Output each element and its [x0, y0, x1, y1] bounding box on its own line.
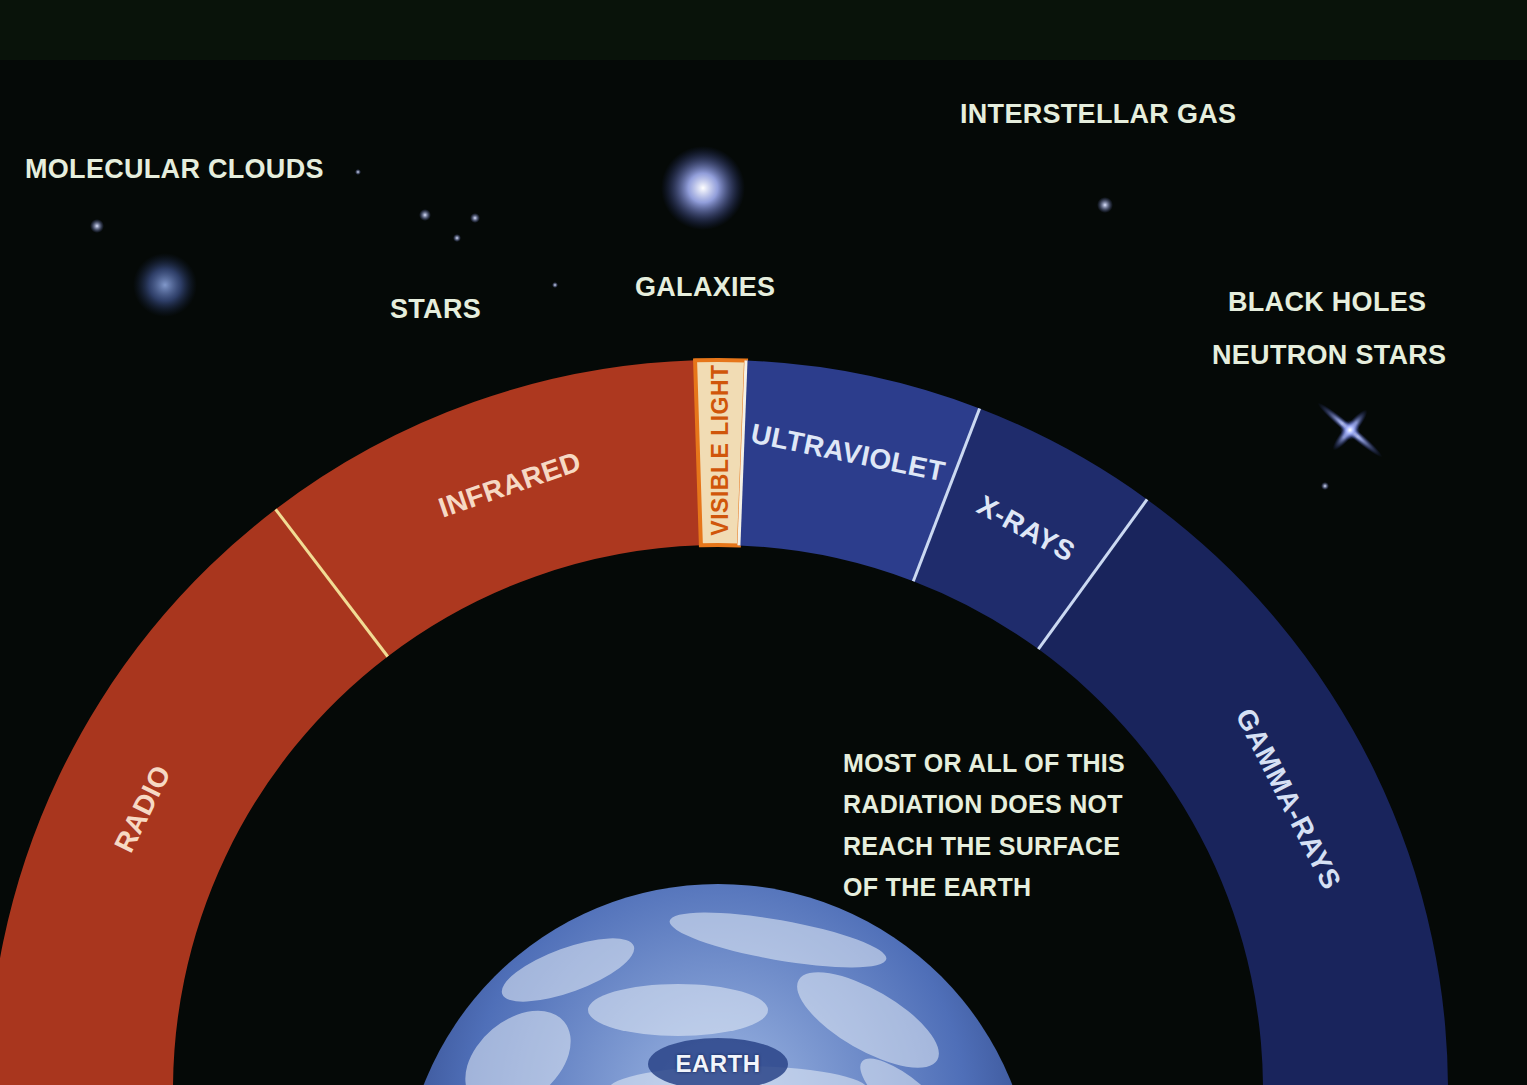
band-label: VISIBLE LIGHT — [707, 364, 734, 535]
earth-label: EARTH — [675, 1050, 760, 1078]
object-label: BLACK HOLES — [1228, 286, 1426, 318]
molecular-cloud — [133, 253, 197, 317]
object-label: MOLECULAR CLOUDS — [25, 153, 324, 185]
band-divider — [1038, 499, 1147, 649]
object-label: INTERSTELLAR GAS — [960, 98, 1236, 130]
earth-cloud — [849, 1046, 967, 1085]
neutron-star — [1301, 383, 1399, 477]
earth-ocean-patch — [648, 1038, 788, 1085]
band-divider — [276, 509, 388, 656]
star-dot — [419, 209, 431, 221]
earth-disc — [402, 884, 1034, 1085]
interstellar-gas-dot — [1097, 197, 1113, 213]
object-label: STARS — [390, 293, 481, 325]
earth-globe: EARTH — [402, 884, 1034, 1085]
atmosphere-note: MOST OR ALL OF THIS RADIATION DOES NOT R… — [843, 743, 1143, 908]
galaxy — [661, 146, 745, 230]
band-shape — [0, 509, 388, 1085]
object-label: GALAXIES — [635, 271, 775, 303]
star-dot — [453, 234, 461, 242]
earth-cloud — [588, 984, 768, 1036]
band-fill — [0, 509, 388, 1085]
sky-haze — [0, 0, 1527, 60]
star-dot — [470, 213, 480, 223]
band-fill — [695, 360, 746, 545]
band-fill — [276, 360, 701, 656]
band-divider — [913, 408, 979, 581]
radio-band: RADIO — [0, 509, 388, 1085]
object-label: NEUTRON STARS — [1212, 339, 1446, 371]
infrared-band: INFRARED — [275, 360, 701, 657]
star-dot — [552, 282, 558, 288]
star-dot — [90, 219, 104, 233]
earth-cloud — [446, 991, 589, 1085]
star-dot — [1321, 482, 1329, 490]
star-dot — [355, 169, 361, 175]
band-divider — [739, 361, 746, 546]
earth-cloud — [666, 901, 890, 979]
